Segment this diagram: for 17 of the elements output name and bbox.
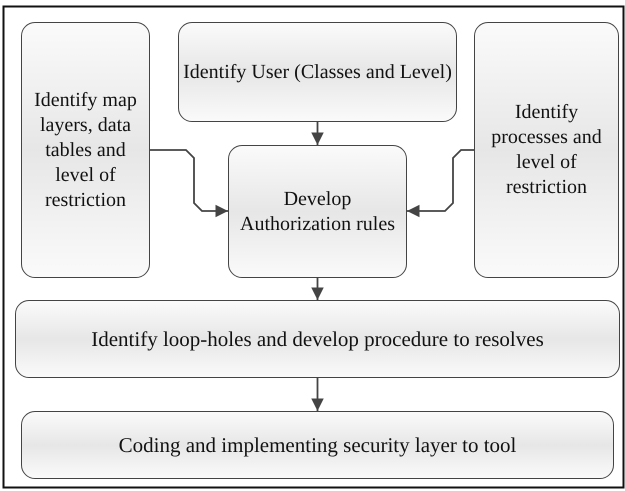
box-label: Develop Authorization rules [239,186,396,236]
box-label: Identify processes and level of restriction [490,100,603,200]
arrow [407,149,474,218]
box-label: Identify map layers, data tables and level of restriction [33,88,138,212]
process-box [21,411,614,479]
box-label: Identify User (Classes and Level) [182,60,453,84]
arrow [150,149,228,218]
process-box [21,22,150,278]
process-box [474,22,619,278]
arrow [311,122,324,145]
process-box [15,300,620,378]
arrow [311,278,324,300]
box-label: Coding and implementing security layer to tool [118,432,518,458]
process-box [228,145,407,278]
arrow [311,378,324,411]
process-box [178,22,457,122]
box-label: Identify loop-holes and develop procedure to resolves [90,326,545,352]
